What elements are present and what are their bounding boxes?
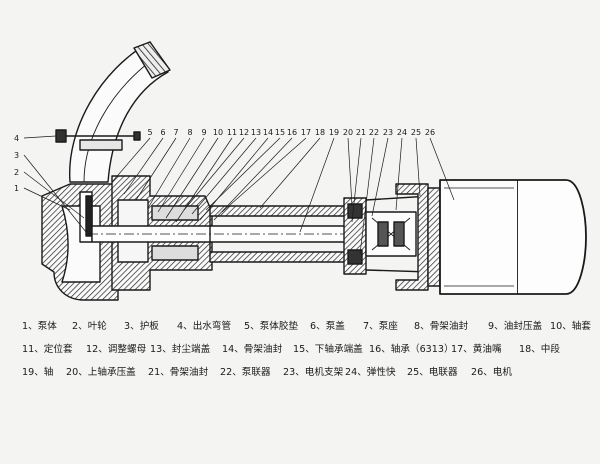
legend-item: 23、电机支架: [283, 367, 344, 378]
legend-item: 15、下轴承端盖: [293, 344, 363, 355]
legend-item: 16、轴承（6313）: [369, 344, 454, 355]
callout-leader-line: [347, 137, 353, 207]
callout-number: 21: [356, 128, 366, 137]
callout-number: 1: [14, 184, 19, 193]
legend-item: 10、轴套: [550, 321, 591, 332]
callout-leader-line: [221, 137, 307, 213]
legend-item: 22、泵联器: [220, 367, 271, 378]
callout-leader-line: [199, 137, 269, 221]
callout-number: 24: [397, 128, 407, 137]
callout-leader-line: [351, 137, 362, 223]
legend-item: 2、叶轮: [72, 321, 107, 332]
callout-leader-line: [213, 137, 293, 221]
callout-number: 3: [14, 151, 19, 160]
legend-item: 12、调整螺母: [86, 344, 147, 355]
callout-number: 10: [213, 128, 223, 137]
callout-leader-line: [23, 135, 57, 139]
callout-number: 22: [369, 128, 379, 137]
callout-number: 17: [301, 128, 311, 137]
motor-support: [395, 183, 441, 291]
callout-leader-line: [191, 137, 257, 215]
callout-leader-line: [147, 137, 191, 209]
callout-leader-line: [23, 171, 85, 219]
flange-bolt: [55, 129, 141, 143]
pump-body: [41, 183, 119, 301]
callout-leader-line: [157, 137, 205, 213]
callout-number: 6: [160, 128, 165, 137]
callout-number: 16: [287, 128, 297, 137]
legend-row: 1、泵体 2、叶轮 3、护板 4、出水弯管 5、泵体胶垫 6、泵盖 7、泵座 8、骨架油封 9、…: [22, 318, 592, 341]
discharge-elbow: [69, 41, 171, 183]
callout-number: 2: [14, 168, 19, 177]
callout-number: 26: [425, 128, 435, 137]
callout-number: 13: [251, 128, 261, 137]
callout-number: 7: [173, 128, 178, 137]
callout-leader-line: [205, 137, 281, 211]
callout-number: 5: [147, 128, 152, 137]
motor: [439, 179, 587, 295]
legend-item: 8、骨架油封: [414, 321, 469, 332]
callout-leader-line: [359, 137, 375, 255]
legend-item: 4、出水弯管: [177, 321, 232, 332]
callout-leader-line: [23, 187, 71, 211]
callout-leader-line: [371, 137, 389, 217]
callout-leader-line: [299, 137, 335, 233]
legend-item: 5、泵体胶垫: [244, 321, 299, 332]
callout-number: 19: [329, 128, 339, 137]
callout-leader-line: [429, 137, 455, 201]
shaft: [88, 225, 366, 243]
callout-number: 25: [411, 128, 421, 137]
parts-legend: 1、泵体 2、叶轮 3、护板 4、出水弯管 5、泵体胶垫 6、泵盖 7、泵座 8、骨架油封 9、…: [22, 318, 592, 387]
legend-item: 21、骨架油封: [148, 367, 209, 378]
callout-leader-line: [111, 137, 151, 183]
callout-number: 12: [239, 128, 249, 137]
legend-item: 24、弹性快: [345, 367, 396, 378]
legend-item: 14、骨架油封: [222, 344, 283, 355]
callout-number: 11: [227, 128, 237, 137]
legend-item: 25、电联器: [407, 367, 458, 378]
callout-number: 4: [14, 134, 19, 143]
legend-item: 19、轴: [22, 367, 54, 378]
callout-number: 15: [275, 128, 285, 137]
legend-item: 18、中段: [519, 344, 560, 355]
callout-leader-line: [183, 137, 245, 211]
legend-item: 17、黄油嘴: [451, 344, 502, 355]
legend-item: 6、泵盖: [310, 321, 345, 332]
legend-item: 9、油封压盖: [488, 321, 543, 332]
bearing-housing: [343, 195, 431, 275]
callout-leader-line: [259, 137, 321, 209]
callout-leader-line: [123, 137, 164, 195]
legend-item: 20、上轴承压盖: [66, 367, 136, 378]
callout-number: 14: [263, 128, 273, 137]
pump-cross-section-drawing: 1234567891011121314151617181920212223242…: [14, 41, 587, 301]
legend-item: 1、泵体: [22, 321, 57, 332]
callout-leader-line: [395, 137, 403, 211]
legend-item: 7、泵座: [363, 321, 398, 332]
callout-number: 20: [343, 128, 353, 137]
legend-item: 26、电机: [471, 367, 512, 378]
callout-leader-line: [23, 154, 87, 233]
callout-number: 18: [315, 128, 325, 137]
legend-item: 3、护板: [124, 321, 159, 332]
legend-item: 11、定位套: [22, 344, 73, 355]
callout-number: 23: [383, 128, 393, 137]
callout-number: 9: [201, 128, 206, 137]
callout-leader-line: [415, 137, 421, 197]
callout-number: 8: [187, 128, 192, 137]
callout-leader-line: [135, 137, 177, 201]
callout-leader-line: [165, 137, 219, 219]
legend-item: 13、封尘端盖: [150, 344, 211, 355]
